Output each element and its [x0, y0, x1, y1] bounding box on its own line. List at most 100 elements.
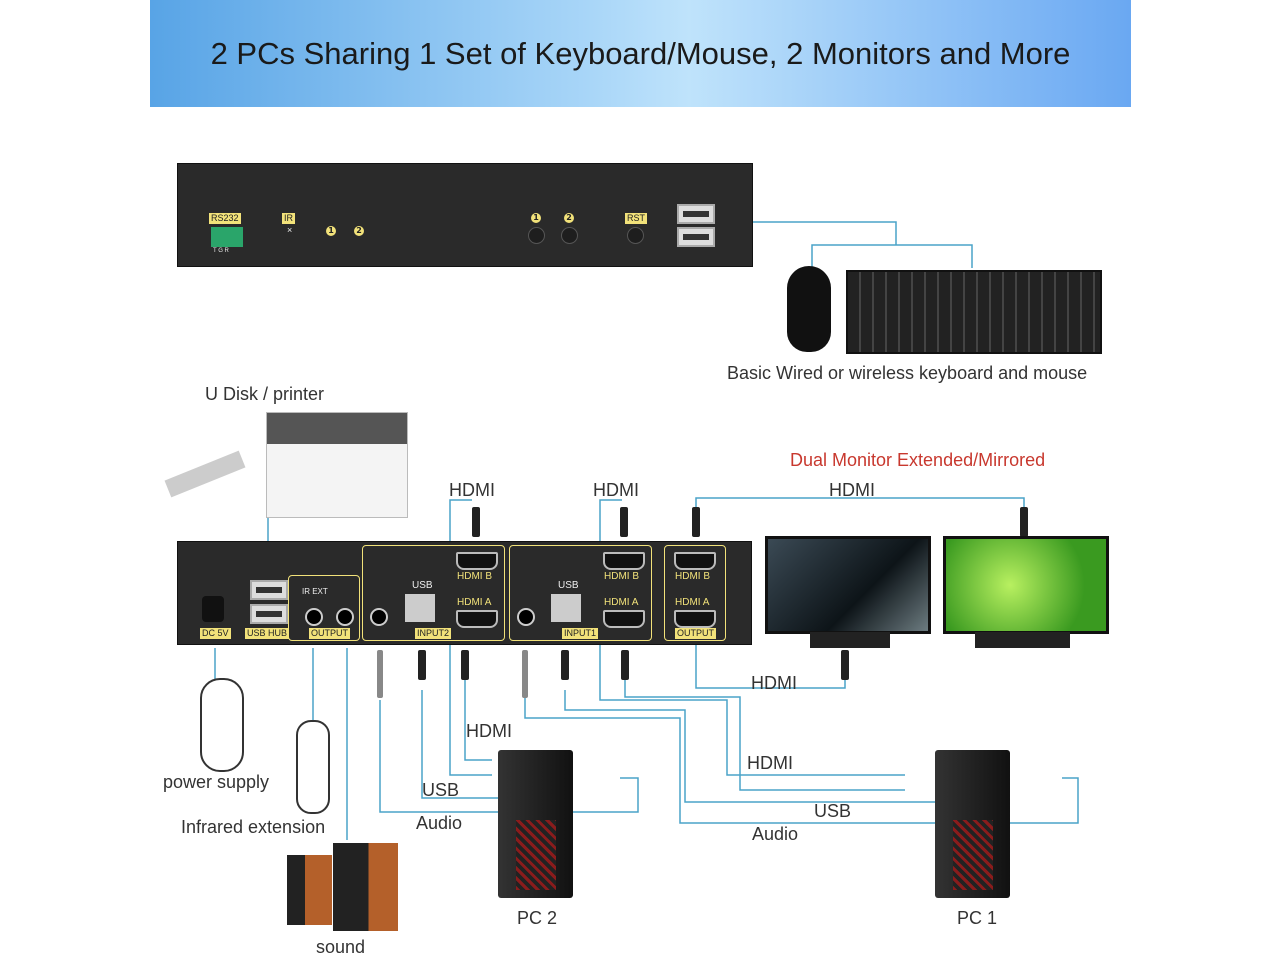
pc2-hdmi-label: HDMI: [466, 721, 512, 741]
button-1-number: 1: [531, 213, 541, 223]
output-hdmi-b-port: [674, 552, 716, 570]
hdmi-cable: [841, 650, 849, 680]
pc1-tower-image: [935, 750, 1010, 898]
usb-hub-port: [250, 604, 288, 624]
input2-usb-b-port: [405, 594, 435, 622]
input1-audio-jack: [517, 608, 535, 626]
pc2-audio-line: [379, 700, 639, 813]
audio-output-jack: [336, 608, 354, 626]
input2-hdmi-b-port: [456, 552, 498, 570]
kvm-front-panel: RS232 T G R IR × 1 2 1 2 RST: [177, 163, 753, 267]
sound-label: sound: [316, 937, 366, 957]
output-hdmi-a-label: HDMI A: [675, 597, 710, 608]
speaker-left-image: [287, 855, 332, 925]
keyboard-mouse-label: Basic Wired or wireless keyboard and mou…: [727, 363, 1088, 383]
led-2-number: 2: [354, 226, 364, 236]
switch-pc1-button[interactable]: [528, 227, 545, 244]
monitor-right: [943, 536, 1109, 634]
mouse-usb-port: [677, 204, 715, 224]
pc1-hdmi-label: HDMI: [747, 753, 793, 773]
banner-title: 2 PCs Sharing 1 Set of Keyboard/Mouse, 2…: [210, 35, 1071, 71]
pc1-usb-line: [564, 690, 960, 803]
input2-hdmi-a-label: HDMI A: [457, 597, 492, 608]
hdmi-cable: [461, 650, 469, 680]
pc1-label: PC 1: [957, 908, 998, 928]
audio-cable: [522, 650, 528, 698]
ir-ext-jack: [305, 608, 323, 626]
udisk-printer-label: U Disk / printer: [205, 384, 325, 404]
hdmi-cable: [692, 507, 700, 537]
pc2-tower-image: [498, 750, 573, 898]
pc1-audio-label: Audio: [752, 824, 799, 844]
hdmi-cable: [472, 507, 480, 537]
input2-hdmi-a-port: [456, 610, 498, 628]
output-hdmi-a-port: [674, 610, 716, 628]
in2-hdmi-a-line: [464, 680, 492, 761]
monitor-left: [765, 536, 931, 634]
pc2-label: PC 2: [517, 908, 558, 928]
led-1-number: 1: [326, 226, 336, 236]
input2-audio-jack: [370, 608, 388, 626]
audio-cable: [377, 650, 383, 698]
button-2-number: 2: [564, 213, 574, 223]
monitor-right-stand: [975, 632, 1070, 648]
hdmi-cable: [1020, 507, 1028, 537]
rs232-terminal: [211, 227, 243, 247]
keyboard-image: [846, 270, 1102, 354]
ir-ext-label: IR EXT: [302, 587, 328, 596]
pc2-audio-label: Audio: [416, 813, 463, 833]
pc1-audio-line: [524, 696, 1079, 824]
hdmi-output-label: HDMI: [829, 480, 875, 500]
hdmi-input1-label: HDMI: [593, 480, 639, 500]
kbm-line: [752, 221, 897, 245]
infrared-extension-label: Infrared extension: [181, 817, 326, 837]
title-banner: 2 PCs Sharing 1 Set of Keyboard/Mouse, 2…: [150, 0, 1131, 107]
input1-usb-b-port: [551, 594, 581, 622]
hdmi-cable: [620, 507, 628, 537]
input1-hdmi-a-label: HDMI A: [604, 597, 639, 608]
pc2-usb-label: USB: [422, 780, 460, 800]
input2-usb-label: USB: [412, 580, 433, 591]
reset-button[interactable]: [627, 227, 644, 244]
kvm-rear-panel: DC 5V USB HUB IR EXT OUTPUT USB HDMI B H…: [177, 541, 752, 645]
kbm-split-line: [811, 244, 973, 268]
in1-hdmi-a-line: [624, 680, 905, 791]
speaker-right-image: [333, 843, 398, 931]
output-video-label: OUTPUT: [675, 628, 716, 639]
dual-monitor-label: Dual Monitor Extended/Mirrored: [790, 450, 1046, 470]
hdmi-input2-label: HDMI: [449, 480, 495, 500]
in1-hdmi-b-line: [599, 499, 905, 776]
switch-pc2-button[interactable]: [561, 227, 578, 244]
keyboard-usb-port: [677, 227, 715, 247]
dc-jack: [202, 596, 224, 622]
printer-image: [266, 412, 408, 518]
ir-cable-image: [296, 720, 330, 814]
rs232-label: RS232: [209, 213, 241, 224]
out-hdmi-a-line: [695, 645, 846, 689]
rst-label: RST: [625, 213, 647, 224]
hdmi-cable: [621, 650, 629, 680]
monitor-left-stand: [810, 632, 890, 648]
output-audio-label: OUTPUT: [309, 628, 350, 639]
input1-hdmi-a-port: [603, 610, 645, 628]
pc1-usb-label: USB: [814, 801, 852, 821]
input1-usb-label: USB: [558, 580, 579, 591]
input2-group: [362, 545, 505, 641]
usb-hub-label: USB HUB: [245, 628, 290, 639]
power-supply-label: power supply: [163, 772, 270, 792]
input1-label: INPUT1: [562, 628, 599, 639]
out-hdmi-b-line: [695, 497, 1025, 510]
output-hdmi-b-label: HDMI B: [675, 571, 710, 582]
input1-hdmi-b-port: [603, 552, 645, 570]
usb-cable: [418, 650, 426, 680]
rs232-pins: T G R: [213, 248, 229, 254]
input2-hdmi-b-label: HDMI B: [457, 571, 492, 582]
hdmi-output-bottom-label: HDMI: [751, 673, 797, 693]
ir-label: IR: [282, 213, 295, 224]
ir-sensor-icon: ×: [287, 225, 293, 235]
power-adapter-image: [200, 678, 244, 772]
input1-group: [509, 545, 652, 641]
output-audio-group: [288, 575, 360, 641]
input2-label: INPUT2: [415, 628, 452, 639]
